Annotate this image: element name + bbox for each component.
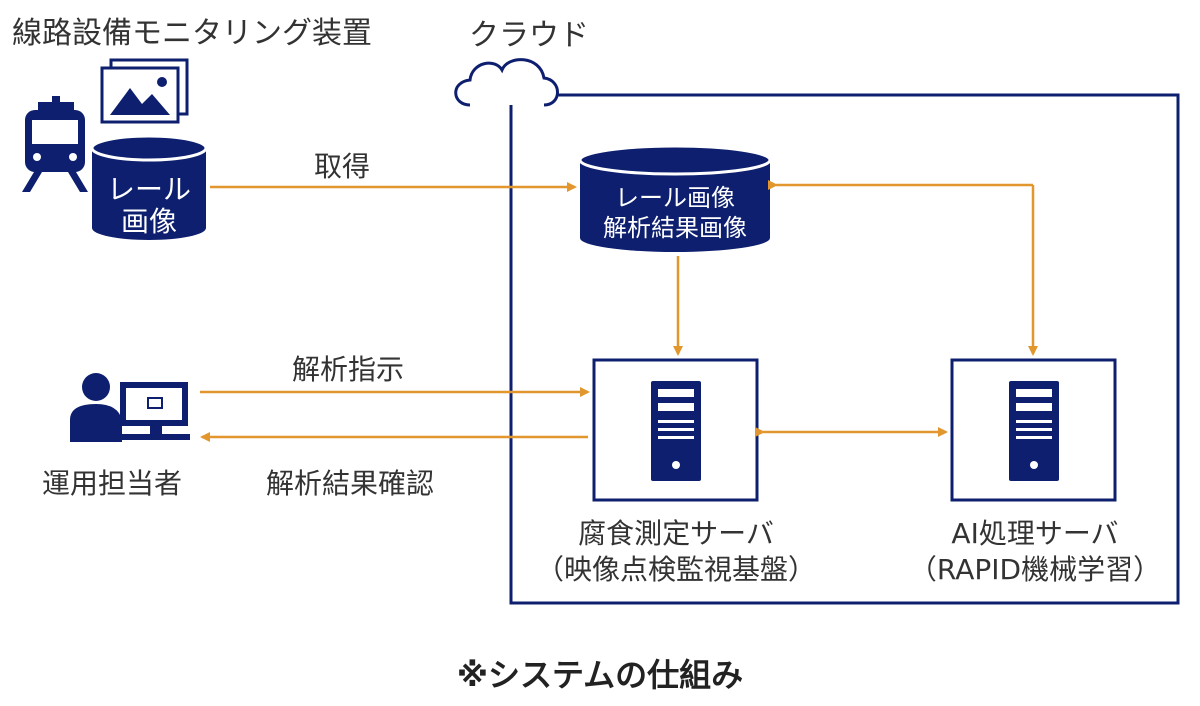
device-title: 線路設備モニタリング装置 bbox=[12, 16, 372, 51]
cloud-boundary bbox=[509, 93, 1180, 605]
server-icon bbox=[651, 381, 701, 481]
operator-label: 運用担当者 bbox=[42, 467, 183, 500]
cloud-icon bbox=[454, 58, 559, 107]
device-db-line2: 画像 bbox=[120, 205, 177, 238]
acquire-label: 取得 bbox=[314, 150, 371, 183]
cloud-db-line1: レール画像 bbox=[615, 184, 735, 212]
rail-image-database bbox=[90, 134, 208, 240]
arrows bbox=[200, 180, 1038, 442]
server-right-line1: AI処理サーバ bbox=[951, 517, 1119, 550]
confirm-label: 解析結果確認 bbox=[266, 467, 435, 500]
instruct-label: 解析指示 bbox=[292, 353, 405, 386]
server-left-line2: （映像点検監視基盤） bbox=[535, 553, 816, 586]
server-right-line2: （RAPID機械学習） bbox=[908, 553, 1162, 586]
server-icon bbox=[1009, 381, 1059, 481]
cloud-database bbox=[578, 144, 772, 252]
server-left-line1: 腐食測定サーバ bbox=[578, 517, 774, 550]
cloud-db-line2: 解析結果画像 bbox=[603, 214, 747, 242]
image-icon bbox=[100, 58, 189, 124]
train-icon bbox=[22, 96, 88, 192]
device-db-line1: レール bbox=[106, 173, 191, 206]
cloud-label: クラウド bbox=[469, 18, 589, 53]
person-computer-icon bbox=[70, 373, 190, 442]
footer-caption: ※システムの仕組み bbox=[456, 656, 744, 694]
